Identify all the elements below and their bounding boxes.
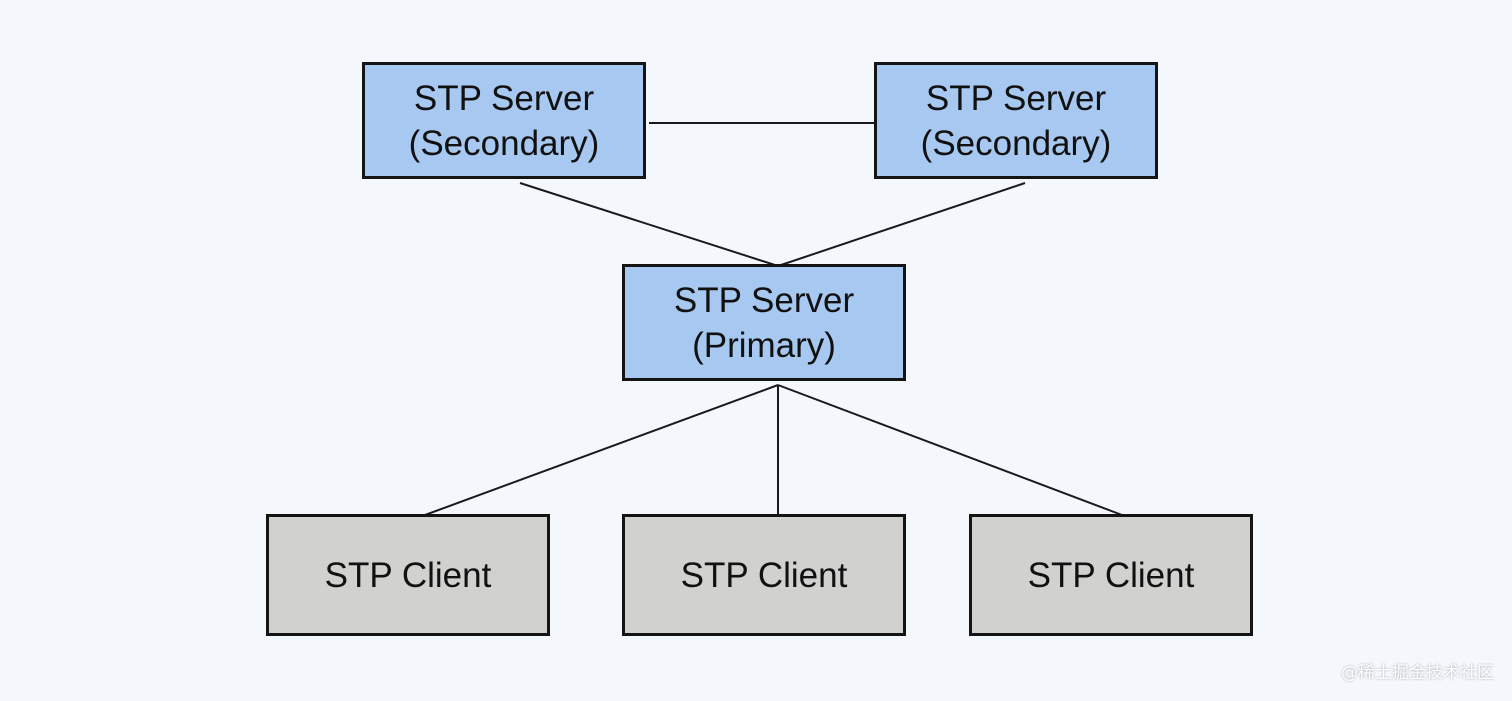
node-title: STP Server xyxy=(925,78,1107,118)
node-stp-server-primary: STP Server (Primary) xyxy=(622,264,906,381)
node-role: (Secondary) xyxy=(920,123,1112,163)
link-secondary-right-to-primary xyxy=(777,182,1026,267)
node-title: STP Server xyxy=(673,280,855,320)
node-stp-server-secondary-right: STP Server (Secondary) xyxy=(874,62,1158,179)
node-stp-server-secondary-left: STP Server (Secondary) xyxy=(362,62,646,179)
link-primary-to-client-left xyxy=(424,384,779,516)
node-stp-client-right: STP Client xyxy=(969,514,1253,636)
node-label: STP Client xyxy=(1027,555,1195,595)
node-title: STP Server xyxy=(413,78,595,118)
node-role: (Primary) xyxy=(692,325,836,365)
node-label: STP Client xyxy=(324,555,492,595)
link-primary-to-client-right xyxy=(777,384,1123,516)
node-label: STP Client xyxy=(680,555,848,595)
node-role: (Secondary) xyxy=(408,123,600,163)
watermark: @稀土掘金技术社区 xyxy=(1341,663,1494,683)
node-stp-client-left: STP Client xyxy=(266,514,550,636)
node-stp-client-middle: STP Client xyxy=(622,514,906,636)
link-secondary-left-to-primary xyxy=(519,182,779,267)
